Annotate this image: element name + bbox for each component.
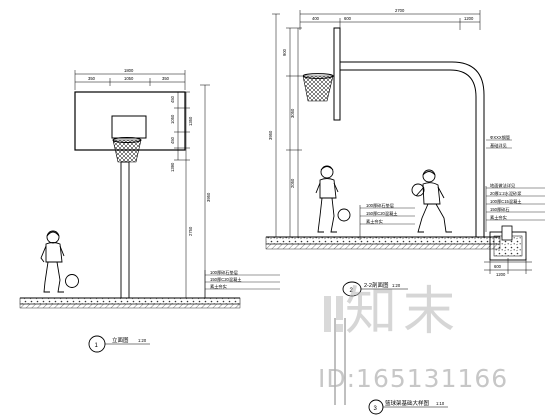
- child-figure-left: [40, 230, 65, 293]
- callout-base-1: 地面做法详见: [490, 182, 515, 189]
- hoop-net: [112, 139, 142, 163]
- dim-top-overall: 1800: [124, 68, 134, 73]
- caption-number-3: 3: [374, 406, 378, 412]
- concrete-layer-right: [265, 243, 501, 250]
- caption-number-1: 1: [95, 343, 99, 349]
- caption-number-2: 2: [350, 288, 354, 294]
- backboard-target-square: [111, 115, 147, 139]
- dim-r-top-1: 400: [312, 16, 320, 21]
- right-top-dimensions: [299, 10, 481, 30]
- left-elevation: 1800 350 1050 350 450 1050 450 1350 3950…: [19, 68, 280, 353]
- dim-right-7: 1390: [170, 162, 175, 172]
- watermark-id: ID:165131166: [318, 364, 509, 393]
- callout-mid-1: 100厚碎石垫层: [366, 202, 394, 209]
- callout-mid-2: 150厚C20混凝土: [366, 210, 397, 217]
- caption-scale-1: 1:20: [138, 338, 147, 343]
- dim-right-6: 2750: [188, 226, 193, 236]
- dim-right-3: 450: [170, 136, 175, 144]
- foundation-detail: [484, 225, 532, 274]
- dim-base-2: 1200: [496, 272, 506, 277]
- section-label: 2-2剖面图: [364, 281, 389, 289]
- callout-base-5: 素土夯实: [490, 214, 507, 221]
- caption-text-1: 立面图: [112, 336, 129, 344]
- dim-r-far-left: 3950: [268, 130, 273, 140]
- dim-r-top-3: 600: [344, 16, 352, 21]
- callout-base-2: 20厚1:2水泥砂浆: [490, 190, 522, 197]
- gravel-layer-left: [19, 297, 241, 305]
- gravel-layer-right: [265, 236, 501, 245]
- dim-r-left-2: 3050: [290, 108, 295, 118]
- callout-left-2: 150厚C20混凝土: [210, 276, 241, 283]
- callout-base-4: 150厚碎石: [490, 206, 510, 213]
- dim-r-top-2: 2700: [395, 8, 405, 13]
- dim-right-1: 450: [170, 95, 175, 103]
- pole: [120, 161, 130, 299]
- right-left-dimensions: [272, 13, 302, 237]
- child-figure-middle: [315, 165, 339, 233]
- callout-base-3: 100厚C15混凝土: [490, 198, 521, 205]
- section-scale: 1:20: [392, 283, 401, 288]
- dim-right-5: 3950: [206, 192, 211, 202]
- child-figure-right: [415, 169, 452, 233]
- left-right-dimensions: [174, 84, 210, 298]
- caption-text-3: 篮球架基础大样图: [385, 399, 430, 407]
- dim-r-left-3: 2050: [290, 178, 295, 188]
- watermark-logo: [324, 296, 343, 332]
- basketball-left: [65, 274, 79, 288]
- watermark-site-name: 知末: [345, 282, 462, 342]
- callout-left-3: 素土夯实: [210, 283, 227, 290]
- right-elevation: 400 2700 600 1200 900 3050 2050 3950: [265, 8, 545, 415]
- dim-top-left: 350: [88, 76, 96, 81]
- dim-right-4: 1350: [188, 116, 193, 126]
- side-hoop-net: [302, 75, 334, 102]
- callout-pole-2: 基础详见: [490, 142, 507, 149]
- callout-pole-1: ΦXXX钢管: [490, 134, 510, 141]
- concrete-layer-left: [19, 303, 241, 309]
- basketball-middle: [337, 208, 351, 222]
- left-top-dimensions: [74, 70, 186, 90]
- dim-right-2: 1050: [170, 114, 175, 124]
- curved-pole-inner: [340, 69, 477, 237]
- basketball-right: [411, 183, 425, 197]
- dim-top-right: 350: [162, 76, 170, 81]
- curved-pole-outer: [340, 61, 485, 237]
- dim-r-left-1: 900: [282, 48, 287, 56]
- dim-base-1: 600: [494, 264, 502, 269]
- dim-top-mid: 1050: [124, 76, 134, 81]
- caption-scale-3: 1:10: [436, 401, 445, 406]
- callout-mid-3: 素土夯实: [366, 218, 383, 225]
- callout-left-1: 100厚碎石垫层: [210, 269, 238, 276]
- backboard-side: [333, 27, 341, 121]
- dim-r-top-4: 1200: [464, 16, 474, 21]
